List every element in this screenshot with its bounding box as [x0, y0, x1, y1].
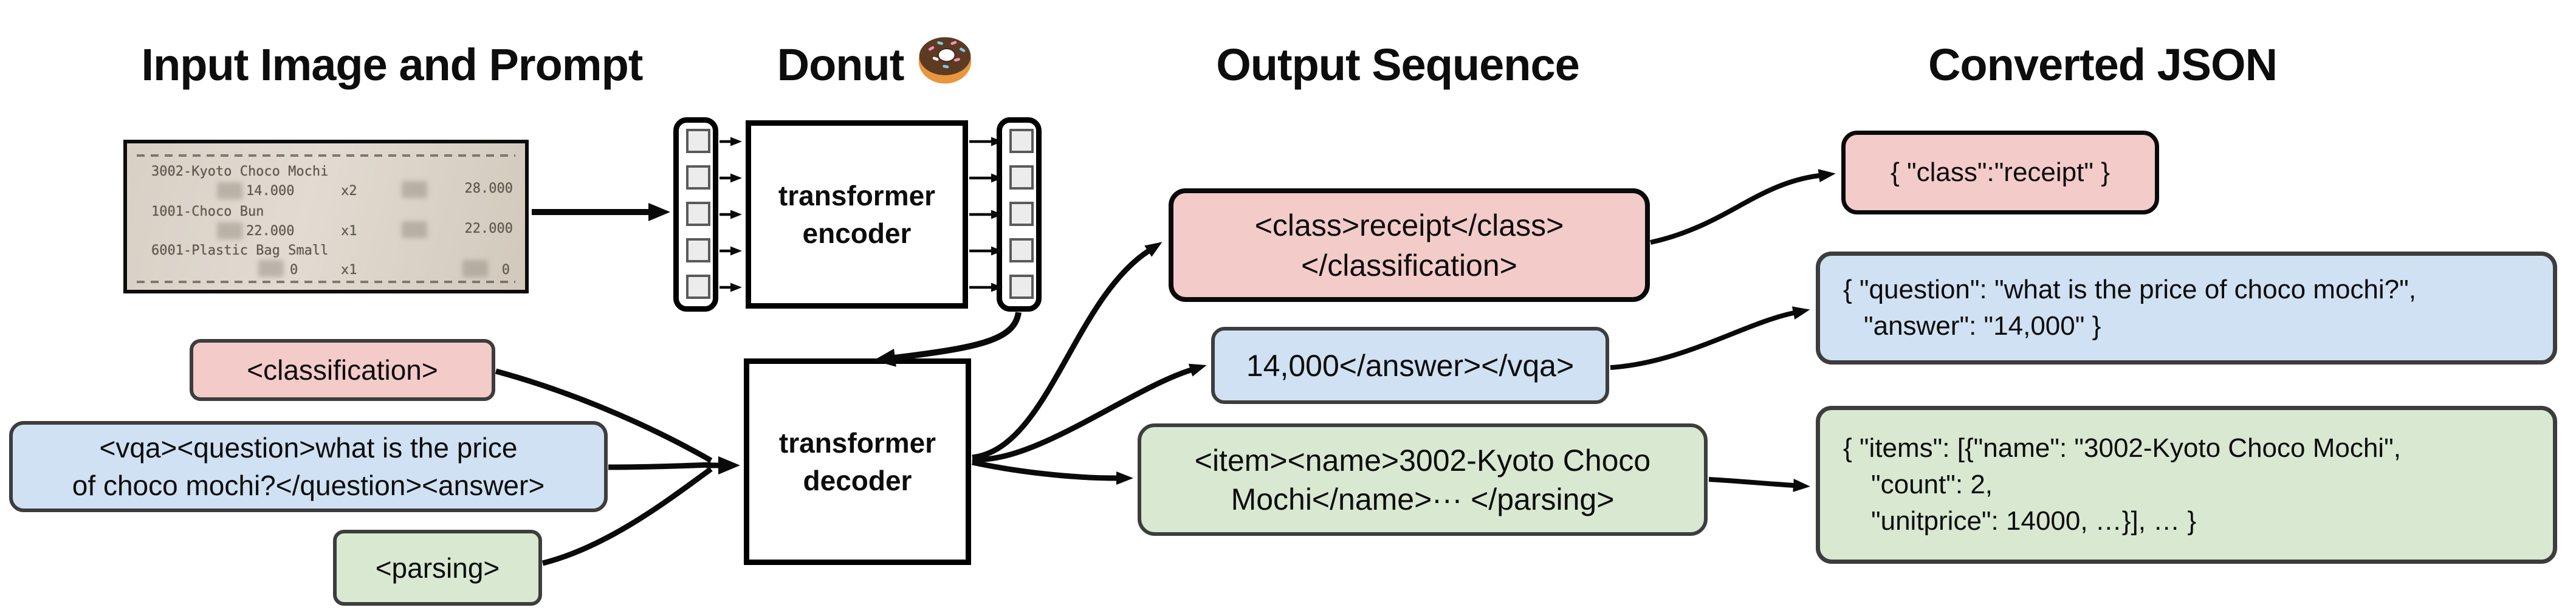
output-vqa-line1: 14,000</answer></vqa> [1246, 348, 1575, 383]
patch-square [686, 129, 710, 153]
receipt-divider-top [137, 154, 515, 157]
receipt-item-qty: x2 [341, 183, 357, 199]
receipt-redaction [402, 181, 427, 198]
transformer-encoder-box: transformer encoder [746, 120, 968, 309]
output-parsing-line1: <item><name>3002-Kyoto Choco [1194, 443, 1651, 478]
receipt-item-name: 6001-Plastic Bag Small [151, 243, 329, 258]
transformer-decoder-box: transformer decoder [744, 358, 971, 565]
receipt-divider-bottom [137, 281, 515, 283]
receipt-redaction [462, 260, 488, 277]
header-donut-label: Donut [777, 39, 905, 90]
receipt-item-name: 1001-Choco Bun [151, 204, 264, 219]
output-parsing-box: <item><name>3002-Kyoto Choco Mochi</name… [1138, 423, 1708, 536]
json-parsing-box: { "items": [{"name": "3002-Kyoto Choco M… [1816, 406, 2557, 564]
output-classification-box: <class>receipt</class> </classification> [1169, 188, 1650, 302]
patch-square [1009, 165, 1034, 190]
json-parsing-line3: "unitprice": 14000, …}], … } [1871, 506, 2197, 536]
receipt-redaction [217, 222, 242, 239]
receipt-item-price: 0 [290, 262, 298, 278]
embedding-column-output [997, 117, 1042, 312]
patch-square [686, 238, 710, 262]
receipt-item-name: 3002-Kyoto Choco Mochi [151, 164, 329, 179]
json-vqa-line1: { "question": "what is the price of choc… [1843, 275, 2416, 304]
output-classification-line1: <class>receipt</class> [1254, 208, 1564, 242]
encoder-label-line2: encoder [802, 217, 912, 249]
header-output-sequence: Output Sequence [1191, 35, 1604, 94]
json-vqa-line2: "answer": "14,000" } [1864, 311, 2101, 341]
image-patch-column-input [673, 117, 718, 312]
arrow-decoder-to-parsing [972, 459, 1133, 485]
encoder-label-line1: transformer [778, 180, 936, 211]
prompt-vqa-line1: <vqa><question>what is the price [99, 432, 518, 464]
header-converted-json: Converted JSON [1902, 35, 2303, 94]
receipt-input-image: 3002-Kyoto Choco Mochi 14.000 x2 28.000 … [123, 140, 529, 293]
header-output-label: Output Sequence [1216, 39, 1580, 90]
receipt-item-total: 0 [501, 262, 510, 278]
header-input-label: Input Image and Prompt [141, 39, 644, 90]
prompt-classification-text: <classification> [247, 354, 438, 386]
patch-square [686, 202, 710, 226]
header-donut: Donut [754, 35, 997, 94]
receipt-item-qty: x1 [341, 224, 357, 239]
patch-square [1009, 275, 1034, 299]
patch-square [1009, 202, 1034, 226]
receipt-redaction [217, 182, 242, 199]
decoder-label-line2: decoder [803, 465, 912, 496]
prompt-vqa-box: <vqa><question>what is the price of choc… [9, 421, 608, 512]
decoder-label-line1: transformer [778, 427, 936, 459]
json-classification-box: { "class":"receipt" } [1841, 131, 2159, 214]
json-classification-line1: { "class":"receipt" } [1891, 157, 2110, 187]
patch-square [1009, 238, 1034, 262]
prompt-classification-box: <classification> [190, 339, 495, 401]
header-json-label: Converted JSON [1928, 39, 2278, 90]
receipt-item-total: 28.000 [464, 181, 513, 196]
json-parsing-line2: "count": 2, [1871, 470, 1993, 499]
arrow-classification-to-json [1650, 169, 1836, 245]
output-vqa-box: 14,000</answer></vqa> [1211, 327, 1609, 404]
patch-square [1009, 129, 1034, 153]
prompt-parsing-text: <parsing> [375, 552, 500, 584]
patch-square [686, 165, 710, 190]
output-classification-line2: </classification> [1301, 248, 1517, 283]
receipt-redaction [402, 221, 427, 238]
header-input-image-and-prompt: Input Image and Prompt [85, 35, 699, 94]
receipt-item-total: 22.000 [464, 221, 513, 236]
arrow-parsing-to-json [1708, 477, 1810, 492]
prompt-parsing-box: <parsing> [333, 530, 542, 606]
receipt-redaction [258, 260, 284, 277]
json-parsing-line1: { "items": [{"name": "3002-Kyoto Choco M… [1843, 433, 2401, 463]
receipt-item-price: 14.000 [246, 183, 295, 199]
output-parsing-line2: Mochi</name>··· </parsing> [1231, 482, 1615, 516]
receipt-item-qty: x1 [341, 262, 357, 278]
patch-square [686, 275, 710, 299]
wire-vqa-prompt [608, 462, 712, 470]
receipt-item-price: 22.000 [246, 224, 295, 239]
arrow-encoder-to-decoder [873, 312, 1022, 367]
prompt-vqa-line2: of choco mochi?</question><answer> [72, 470, 545, 501]
json-vqa-box: { "question": "what is the price of choc… [1816, 252, 2557, 365]
donut-emoji-icon [917, 35, 973, 95]
arrow-vqa-to-json [1610, 306, 1810, 370]
